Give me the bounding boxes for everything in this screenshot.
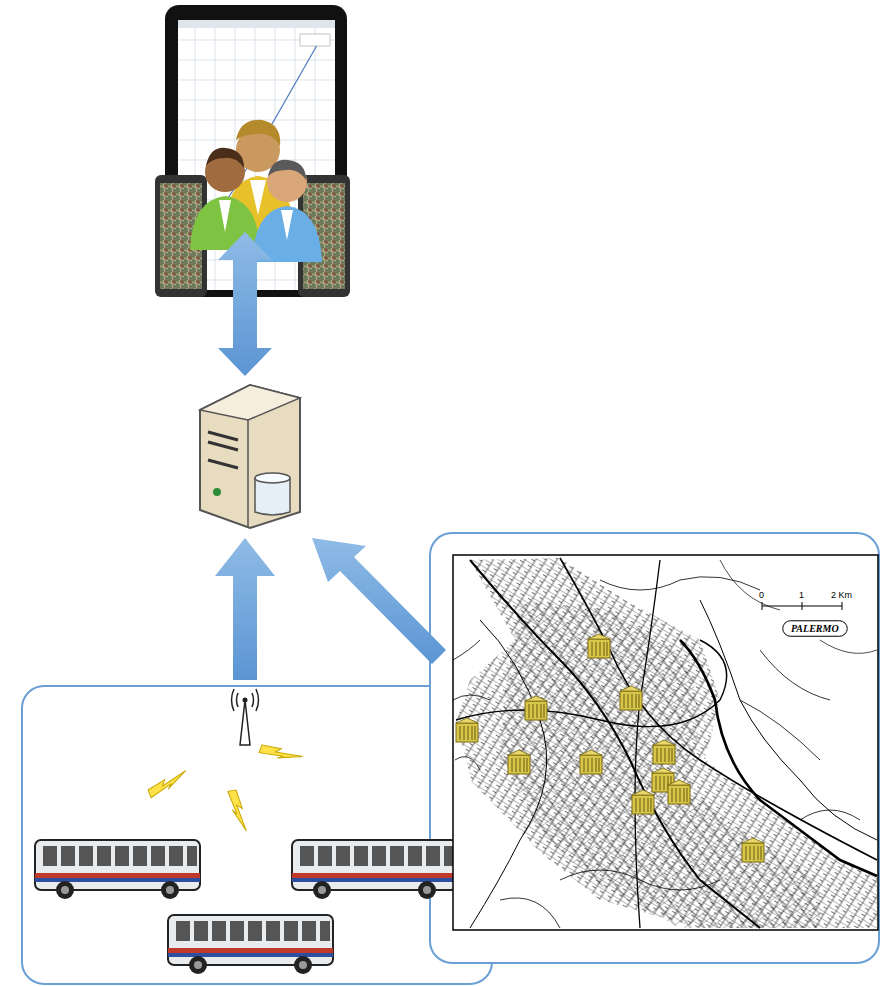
city-name: PALERMO [791, 623, 839, 634]
scale-label: 0 [759, 590, 764, 600]
scale-label: 2 Km [831, 590, 852, 600]
scale-label: 1 [799, 590, 804, 600]
city-name-oval: PALERMO [782, 620, 848, 637]
